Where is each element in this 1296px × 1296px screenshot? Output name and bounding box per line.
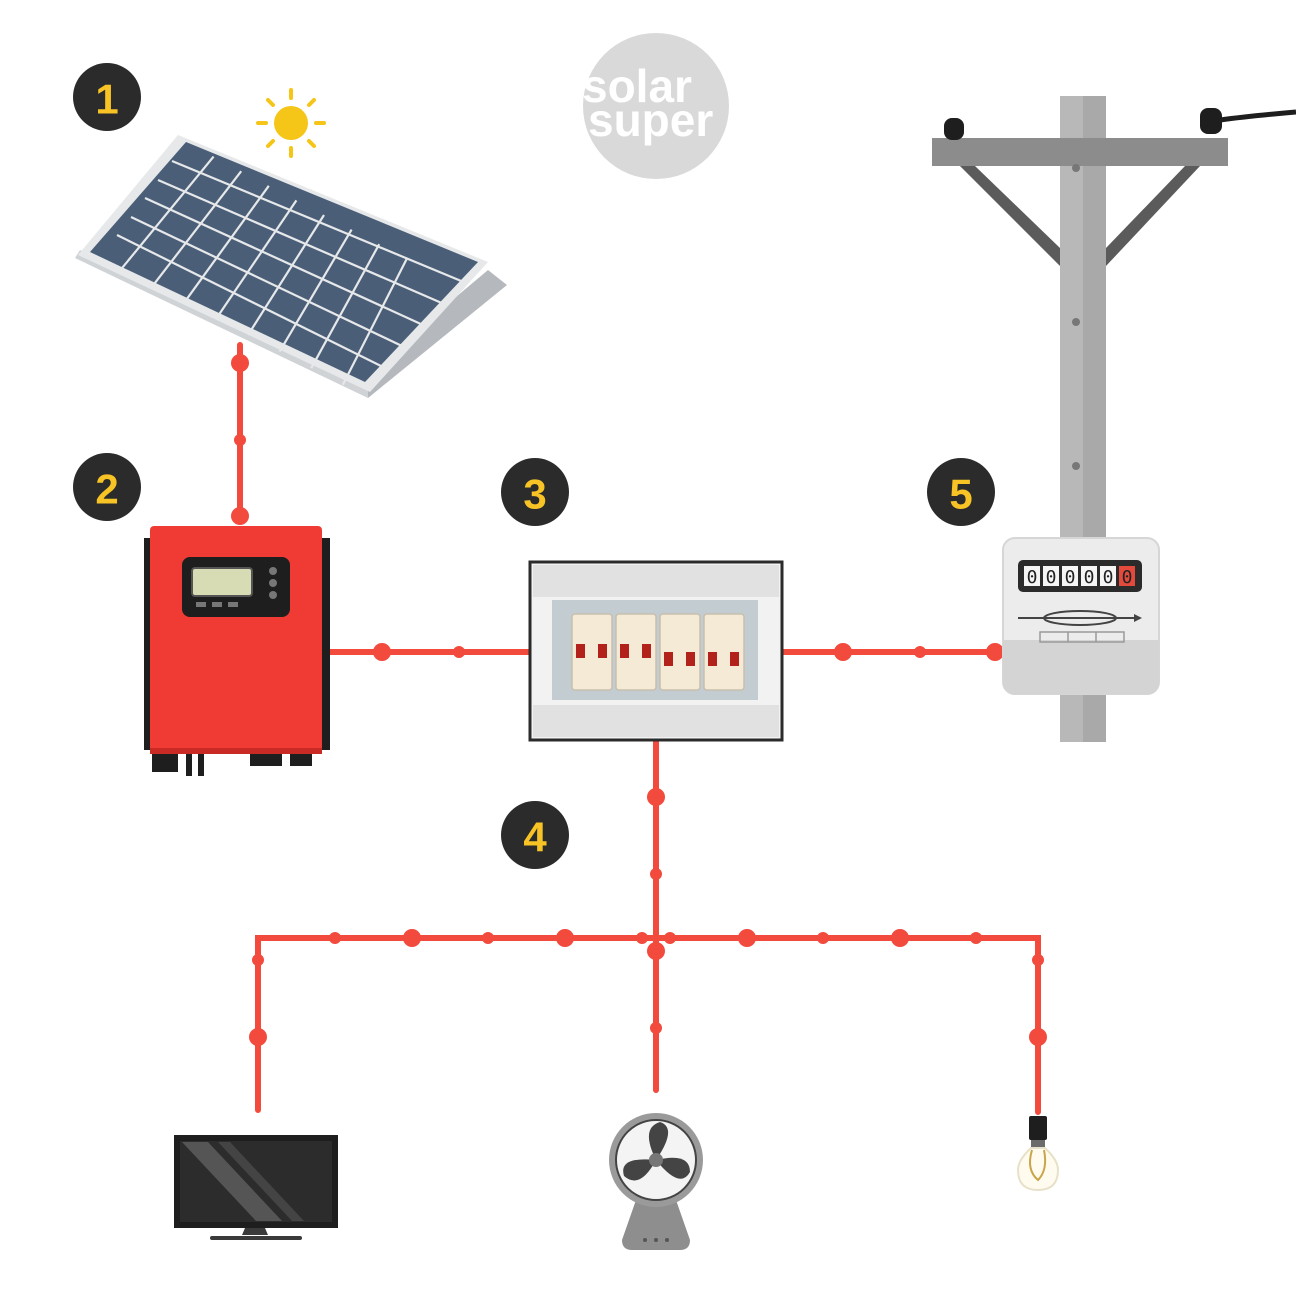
badge-2: 2 — [73, 453, 141, 521]
breaker-box-icon — [528, 560, 784, 742]
logo-line2: super — [588, 94, 713, 146]
breaker-switches — [571, 613, 745, 691]
badge-number: 3 — [523, 471, 546, 518]
meter-digit: 0 — [1027, 567, 1038, 588]
badge-number: 4 — [523, 814, 547, 861]
tv-icon — [174, 1135, 338, 1240]
badge-3: 3 — [501, 458, 569, 526]
fan-icon — [609, 1113, 703, 1250]
meter-digits: 0 0 0 0 0 0 — [1024, 566, 1135, 588]
badge-number: 2 — [95, 466, 118, 513]
badge-1: 1 — [73, 63, 141, 131]
light-bulb-icon — [1016, 1116, 1060, 1192]
meter-digit: 0 — [1103, 567, 1114, 588]
electric-meter-icon: 0 0 0 0 0 0 — [1002, 537, 1160, 695]
badge-number: 1 — [95, 76, 118, 123]
badge-number: 5 — [949, 471, 972, 518]
logo-line1: solar — [582, 60, 692, 112]
wire-nodes — [231, 354, 1047, 1046]
meter-digit: 0 — [1046, 567, 1057, 588]
badge-4: 4 — [501, 801, 569, 869]
meter-digit: 0 — [1084, 567, 1095, 588]
solar-panel-icon — [75, 135, 507, 398]
solar-super-logo: solar super — [582, 33, 729, 179]
meter-digit-red: 0 — [1122, 567, 1133, 588]
sun-icon — [256, 88, 326, 158]
badge-5: 5 — [927, 458, 995, 526]
inverter-icon — [144, 526, 330, 776]
meter-digit: 0 — [1065, 567, 1076, 588]
